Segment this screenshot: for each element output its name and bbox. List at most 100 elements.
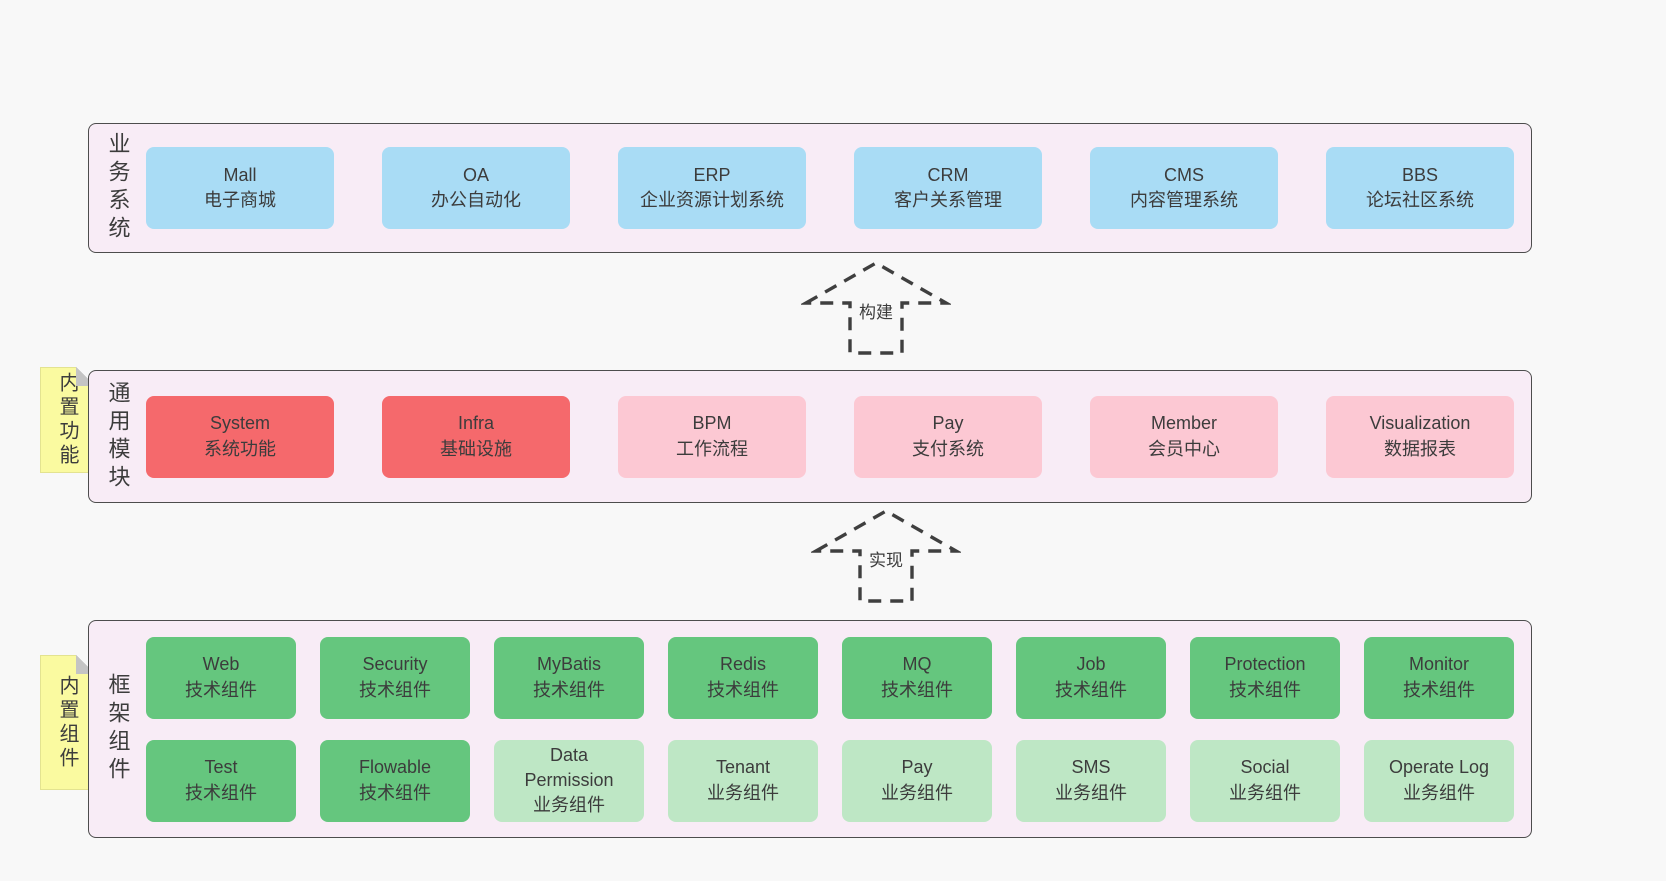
module-box: Visualization 数据报表 — [1326, 395, 1514, 478]
module-box: BBS 论坛社区系统 — [1326, 147, 1514, 229]
module-name: Test — [204, 757, 238, 778]
module-box: Operate Log 业务组件 — [1364, 739, 1514, 822]
module-desc: 技术组件 — [359, 782, 431, 803]
module-name: MyBatis — [536, 654, 601, 675]
band-common-modules: 通用模块 System 系统功能 Infra 基础设施 BPM 工作流程 Pay… — [88, 370, 1532, 503]
module-name: MQ — [902, 654, 932, 675]
module-desc: 业务组件 — [707, 782, 779, 803]
sticky-note-label: 内置组件 — [56, 674, 78, 771]
band-title-text: 业务系统 — [105, 132, 131, 244]
module-name: Flowable — [358, 757, 432, 778]
module-box: Member 会员中心 — [1090, 395, 1278, 478]
module-desc: 业务组件 — [1403, 782, 1475, 803]
module-box: Test 技术组件 — [146, 739, 296, 822]
module-name: Visualization — [1369, 413, 1471, 434]
module-desc: 内容管理系统 — [1130, 190, 1238, 210]
box-row: Web 技术组件 Security 技术组件 MyBatis 技术组件 Redi… — [146, 636, 1514, 719]
band-title: 框架组件 — [89, 621, 146, 837]
module-box: BPM 工作流程 — [618, 395, 806, 478]
module-name: BPM — [692, 413, 732, 434]
module-box: Job 技术组件 — [1016, 636, 1166, 719]
module-name: Data Permission — [524, 744, 614, 790]
module-desc: 电子商城 — [204, 190, 276, 210]
box-row: Mall 电子商城 OA 办公自动化 ERP 企业资源计划系统 CRM 客户关系… — [146, 124, 1531, 252]
module-box: Data Permission 业务组件 — [494, 739, 644, 822]
band-title-text: 通用模块 — [105, 380, 131, 493]
sticky-note-label: 内置功能 — [56, 372, 78, 468]
arrow-outline — [811, 509, 961, 603]
module-box: Security 技术组件 — [320, 636, 470, 719]
module-box: Flowable 技术组件 — [320, 739, 470, 822]
module-desc: 技术组件 — [707, 679, 779, 700]
module-box: Monitor 技术组件 — [1364, 636, 1514, 719]
module-name: Redis — [719, 654, 767, 675]
module-box: Pay 业务组件 — [842, 739, 992, 822]
box-row: System 系统功能 Infra 基础设施 BPM 工作流程 Pay 支付系统… — [146, 371, 1531, 502]
arrow-label-backdrop — [853, 299, 899, 325]
module-name: Operate Log — [1388, 757, 1490, 778]
module-desc: 业务组件 — [1055, 782, 1127, 803]
module-name: Web — [202, 654, 240, 675]
module-box: Tenant 业务组件 — [668, 739, 818, 822]
arrow-label: 实现 — [869, 551, 903, 570]
module-desc: 系统功能 — [204, 438, 276, 459]
module-box: Pay 支付系统 — [854, 395, 1042, 478]
module-box: MyBatis 技术组件 — [494, 636, 644, 719]
module-desc: 基础设施 — [440, 438, 512, 459]
module-desc: 数据报表 — [1384, 438, 1456, 459]
module-box: ERP 企业资源计划系统 — [618, 147, 806, 229]
module-desc: 技术组件 — [1229, 679, 1301, 700]
module-name: Mall — [223, 164, 257, 185]
module-box: Mall 电子商城 — [146, 147, 334, 229]
module-name: Pay — [932, 413, 964, 434]
module-name: Social — [1240, 757, 1290, 778]
band-business-systems: 业务系统 Mall 电子商城 OA 办公自动化 ERP 企业资源计划系统 CRM… — [88, 123, 1532, 253]
module-box: Social 业务组件 — [1190, 739, 1340, 822]
module-name: ERP — [693, 164, 731, 185]
arrow-label-backdrop — [863, 547, 909, 573]
module-box: SMS 业务组件 — [1016, 739, 1166, 822]
module-name: Protection — [1224, 654, 1306, 675]
module-name: Pay — [901, 757, 933, 778]
module-box: CMS 内容管理系统 — [1090, 147, 1278, 229]
module-box: Protection 技术组件 — [1190, 636, 1340, 719]
module-box: Redis 技术组件 — [668, 636, 818, 719]
module-box: System 系统功能 — [146, 395, 334, 478]
module-box: CRM 客户关系管理 — [854, 147, 1042, 229]
module-desc: 技术组件 — [881, 679, 953, 700]
module-desc: 业务组件 — [881, 782, 953, 803]
sticky-note-built-in-components: 内置组件 — [40, 655, 95, 790]
module-desc: 技术组件 — [533, 679, 605, 700]
module-desc: 会员中心 — [1148, 438, 1220, 459]
module-name: Job — [1076, 654, 1106, 675]
module-desc: 业务组件 — [533, 795, 605, 816]
module-box: Infra 基础设施 — [382, 395, 570, 478]
module-box: MQ 技术组件 — [842, 636, 992, 719]
module-desc: 企业资源计划系统 — [640, 190, 784, 210]
band-title: 业务系统 — [89, 124, 146, 252]
band-title-text: 框架组件 — [105, 673, 131, 785]
module-name: SMS — [1071, 757, 1111, 778]
module-name: CRM — [927, 164, 969, 185]
module-name: System — [209, 413, 270, 434]
module-desc: 技术组件 — [359, 679, 431, 700]
module-desc: 技术组件 — [185, 782, 257, 803]
module-name: Member — [1150, 413, 1217, 434]
module-box: Web 技术组件 — [146, 636, 296, 719]
band-title: 通用模块 — [89, 371, 146, 502]
arrow-label: 构建 — [859, 303, 893, 322]
module-desc: 技术组件 — [1403, 679, 1475, 700]
arrow-outline — [801, 261, 951, 355]
module-desc: 业务组件 — [1229, 782, 1301, 803]
sticky-note-built-in-features: 内置功能 — [40, 367, 95, 473]
module-name: BBS — [1401, 164, 1439, 185]
module-name: OA — [462, 164, 489, 185]
module-name: Infra — [457, 413, 495, 434]
arrow-build-icon: 构建 — [801, 261, 951, 355]
module-desc: 支付系统 — [912, 438, 984, 459]
module-desc: 技术组件 — [185, 679, 257, 700]
module-name: Security — [362, 654, 428, 675]
module-name: CMS — [1164, 164, 1204, 185]
module-desc: 工作流程 — [676, 438, 748, 459]
